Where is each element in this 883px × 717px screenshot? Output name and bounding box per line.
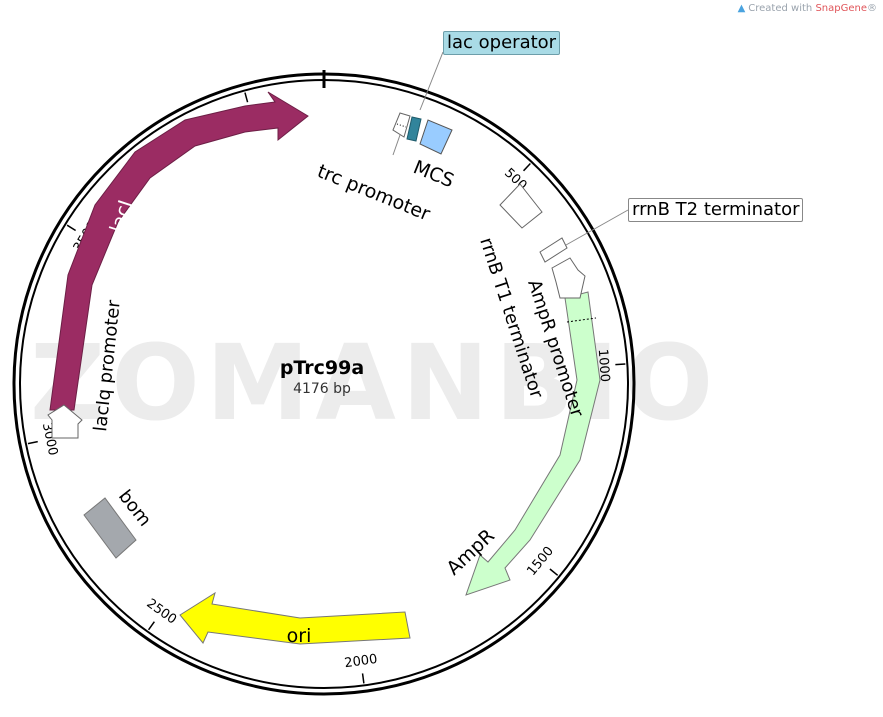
credit-suffix: ® bbox=[867, 3, 877, 14]
AmpR-start-marker bbox=[566, 317, 597, 323]
rrnB-T2-terminator-feature[interactable] bbox=[539, 237, 568, 263]
lacIq-promoter-feature[interactable] bbox=[47, 404, 83, 439]
bom-feature[interactable] bbox=[83, 497, 137, 559]
tick-mark bbox=[27, 440, 38, 445]
tick-mark bbox=[147, 621, 155, 631]
tick-mark bbox=[244, 92, 249, 103]
lac-operator-callout[interactable]: lac operator bbox=[443, 31, 561, 55]
rrnB-T2-leader-line bbox=[565, 209, 629, 246]
AmpR-promoter-feature[interactable] bbox=[551, 257, 586, 299]
tick-mark bbox=[615, 363, 626, 366]
credit-prefix: Created with bbox=[748, 3, 816, 14]
credit-line: ▲Created with SnapGene® bbox=[738, 3, 877, 14]
lac-operator-leader-line bbox=[419, 51, 444, 111]
tick-mark bbox=[522, 162, 531, 172]
snapgene-logo-icon: ▲ bbox=[737, 3, 746, 14]
tick-label: 1500 bbox=[524, 544, 557, 579]
rrnB-T2-terminator-callout[interactable]: rrnB T2 terminator bbox=[628, 198, 804, 222]
MCS-feature[interactable] bbox=[419, 119, 453, 155]
plasmid-size: 4176 bp bbox=[293, 381, 351, 397]
credit-brand: SnapGene bbox=[815, 3, 867, 14]
tick-mark bbox=[549, 568, 559, 576]
tick-label: 2000 bbox=[344, 652, 379, 671]
trc-promoter-leader-line bbox=[392, 134, 401, 156]
tick-mark bbox=[66, 224, 77, 232]
trc-promoter-feature[interactable] bbox=[392, 112, 411, 138]
MCS-label: MCS bbox=[410, 156, 457, 192]
ori-feature[interactable] bbox=[179, 591, 411, 645]
lacIq-promoter-label: lacIq promoter bbox=[90, 299, 125, 433]
AmpR-feature[interactable] bbox=[465, 291, 601, 596]
rrnB-T1-terminator-feature[interactable] bbox=[499, 183, 543, 229]
lacI-feature[interactable] bbox=[49, 91, 309, 411]
tick-mark bbox=[361, 673, 365, 684]
plasmid-name: pTrc99a bbox=[279, 357, 365, 379]
lac-operator-feature[interactable] bbox=[406, 116, 422, 142]
ori-label: ori bbox=[287, 625, 312, 647]
tick-label: 2500 bbox=[144, 596, 180, 627]
